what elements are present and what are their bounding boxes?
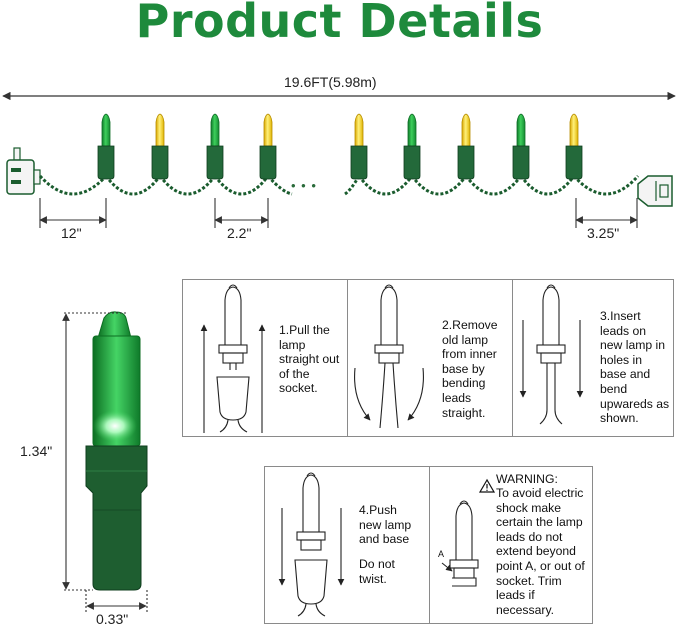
dimension-arrows (39, 198, 638, 228)
string-bulb-9 (565, 113, 583, 180)
string-bulb-2 (151, 113, 169, 180)
step4-lamp-icon (294, 472, 328, 617)
string-bulb-5 (350, 113, 368, 180)
warning-triangle-icon (478, 478, 496, 493)
wire-segment (519, 175, 576, 196)
step1-lamp-icon (218, 284, 248, 370)
string-bulbs (97, 113, 583, 180)
string-bulb-6 (403, 113, 421, 180)
step2-curve-arrow-icon (354, 367, 371, 421)
string-bulb-1 (97, 113, 115, 180)
warning-title: WARNING: (496, 472, 558, 486)
string-bulb-3 (206, 113, 224, 180)
panel-divider (512, 279, 513, 437)
step1-text: 1.Pull the lamp straight out of the sock… (279, 323, 340, 396)
step3-text: 3.Insert leads on new lamp in holes in b… (600, 309, 670, 426)
string-bulb-4 (259, 113, 277, 180)
wire-segment (572, 175, 640, 196)
panel-divider (429, 466, 430, 624)
wire-segment (357, 175, 414, 196)
point-a-label: A (438, 549, 445, 559)
wire-segment (158, 175, 217, 196)
wire-segment (410, 175, 468, 196)
bulb-spacing-label: 2.2" (227, 225, 252, 241)
bulb-width-label: 0.33" (96, 611, 129, 627)
panel-divider (347, 279, 348, 437)
lead-length-label: 12" (61, 225, 82, 241)
large-bulb-dimensions (62, 312, 148, 612)
bulb-height-label: 1.34" (20, 443, 53, 459)
wire-segment (464, 175, 523, 196)
large-bulb-illustration (85, 311, 148, 591)
step4-note: Do not twist. (359, 557, 395, 586)
step4-text: 4.Push new lamp and base (359, 503, 412, 547)
step2-curve-arrow-icon (407, 367, 424, 421)
warning-lamp-icon (449, 500, 479, 587)
step3-lamp-icon (536, 284, 566, 425)
ellipsis-label: • • • (291, 178, 317, 193)
string-bulb-8 (512, 113, 530, 180)
instruction-panel-top (182, 279, 674, 437)
end-connector-icon (637, 175, 673, 207)
end-length-label: 3.25" (587, 225, 620, 241)
warning-text: To avoid electric shock make certain the… (496, 486, 585, 617)
step2-text: 2.Remove old lamp from inner base by ben… (442, 318, 498, 420)
wire-segment (104, 175, 162, 196)
total-length-label: 19.6FT(5.98m) (284, 74, 377, 90)
page-title: Product Details (135, 0, 544, 48)
point-a-arrow-icon (441, 562, 453, 572)
wire-segment (213, 175, 270, 196)
step2-lamp-icon (374, 284, 404, 429)
step1-socket-icon (216, 376, 250, 433)
string-bulb-7 (457, 113, 475, 180)
